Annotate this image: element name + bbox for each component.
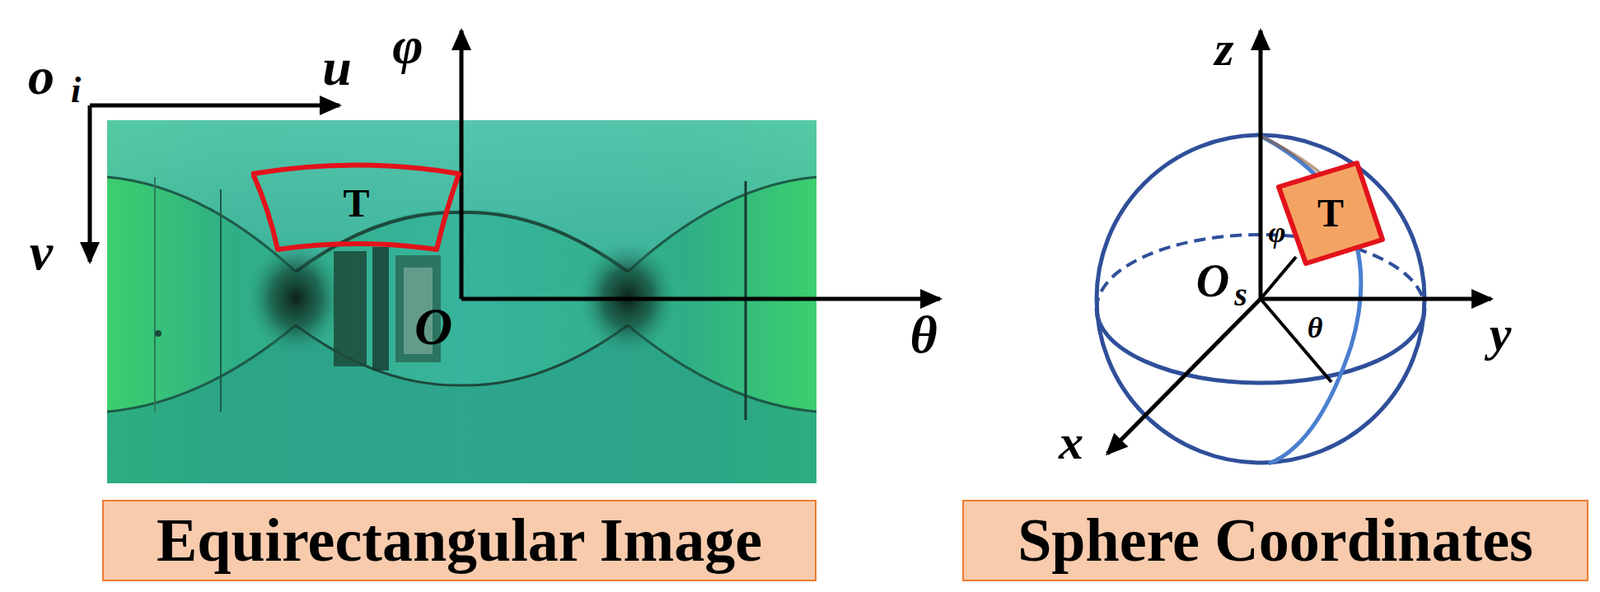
axis-label: z [1214,23,1234,74]
axis-origin-label: O [1196,257,1230,305]
target-patch: T [1268,153,1393,274]
axis-label: x [1058,417,1084,468]
angle-label: φ [1267,217,1286,248]
target-region: T [251,153,462,254]
axis-origin-label: O [414,300,453,354]
axis-label: φ [392,18,423,72]
caption-box: Sphere Coordinates [962,500,1589,582]
axis-label: θ [909,308,937,362]
sphere-axes [1107,30,1492,454]
outline-path [252,165,459,251]
angle-label: θ [1307,313,1324,343]
subscript: i [70,72,81,109]
caption-box: Equirectangular Image [102,500,817,582]
caption-text: Equirectangular Image [156,507,763,575]
subscript: s [1234,278,1248,312]
region-label: T [342,182,370,226]
region-label: T [1317,191,1344,236]
image-axes [89,30,941,300]
axis-label: y [1489,308,1512,359]
axis-label: v [29,225,53,279]
caption-text: Sphere Coordinates [1017,507,1534,575]
axis-origin-label: o [28,50,55,103]
axis-label: u [322,41,352,94]
outline-path [1278,163,1383,264]
